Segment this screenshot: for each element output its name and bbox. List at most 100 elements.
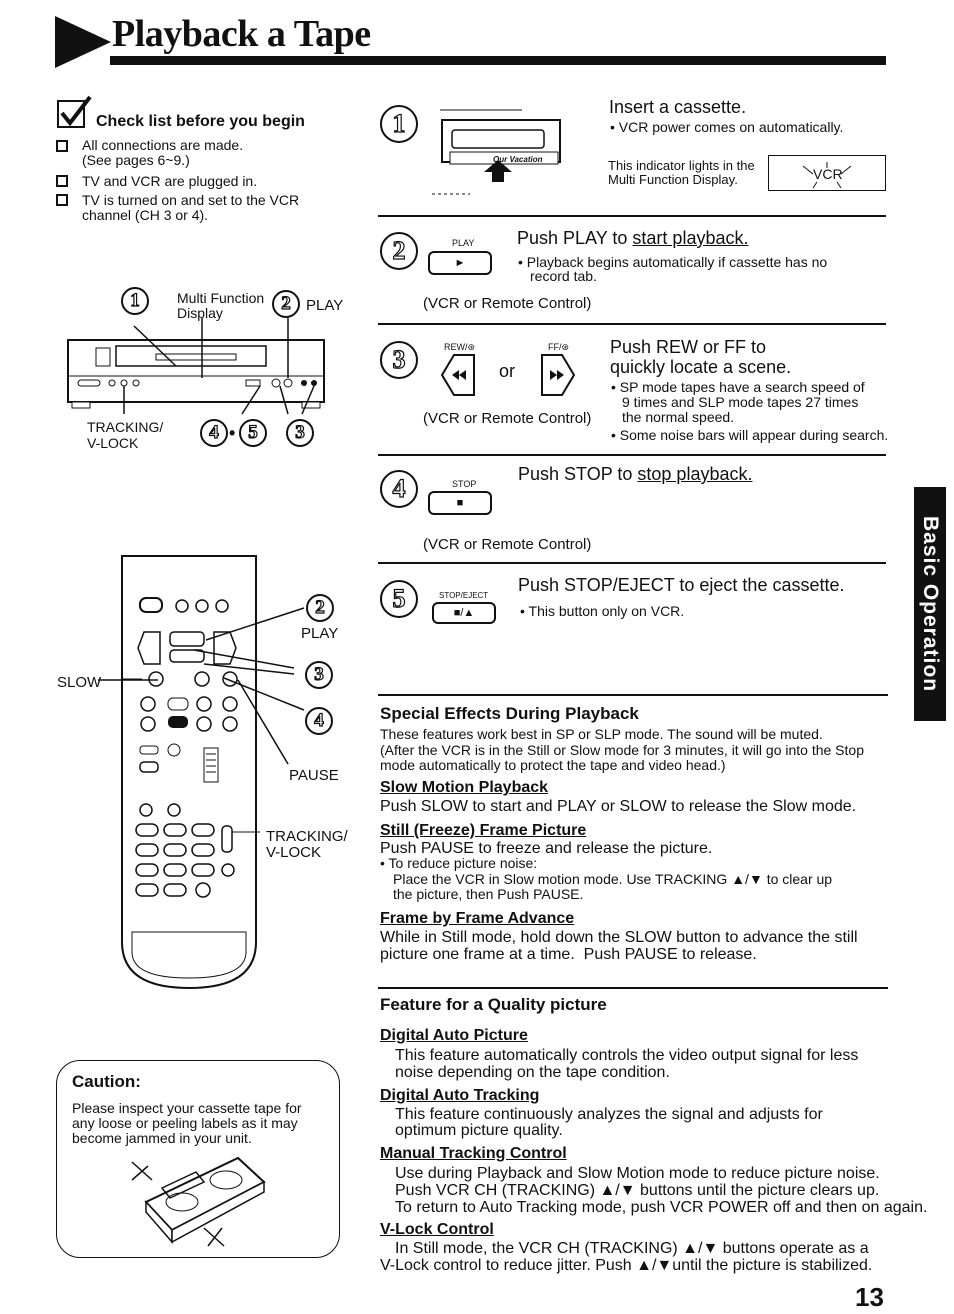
checklist-item-1-line-1: All connections are made. [82, 137, 244, 153]
dat-text-line-1: This feature continuously analyzes the s… [395, 1106, 823, 1123]
step-4-number: 4 [380, 470, 418, 508]
quality-heading: Feature for a Quality picture [380, 995, 607, 1014]
remote-callout-2: 2 [306, 594, 334, 622]
stop-eject-button: ■/▲ [432, 602, 496, 624]
step-divider [378, 323, 886, 325]
dat-title: Digital Auto Tracking [380, 1087, 540, 1104]
step-2-title: Push PLAY to start playback. [517, 228, 749, 248]
step-divider [378, 454, 886, 456]
section-divider [378, 987, 888, 989]
tape-label: Our Vacation [493, 155, 543, 164]
step-3-source: (VCR or Remote Control) [423, 410, 592, 427]
remote-tracking-label-line-2: V-LOCK [266, 844, 322, 861]
vcr-callout-2: 2 [272, 290, 300, 318]
special-effects-intro-line-1: These features work best in SP or SLP mo… [380, 726, 823, 742]
vcr-tracking-label-line-2: V-LOCK [87, 435, 139, 451]
dap-text-line-2: noise depending on the tape condition. [395, 1064, 670, 1081]
remote-tracking-label-line-1: TRACKING/ [266, 828, 348, 845]
step-5-bullet-1: • This button only on VCR. [520, 603, 685, 619]
vlock-text-line-2: V-Lock control to reduce jitter. Push ▲/… [380, 1257, 873, 1274]
step-divider [378, 215, 886, 217]
rew-button-icon [440, 353, 476, 397]
caution-box [56, 1060, 340, 1258]
step-5-number: 5 [380, 580, 418, 618]
caution-heading: Caution: [72, 1072, 141, 1091]
section-tab-label: Basic Operation [919, 515, 942, 693]
vcr-indicator-text: VCR [813, 166, 843, 182]
vcr-callout-3: 3 [286, 419, 314, 447]
caution-text-line-1: Please inspect your cassette tape for [72, 1100, 302, 1116]
still-frame-sub-line-2: the picture, then Push PAUSE. [393, 886, 584, 902]
vcr-play-label: PLAY [306, 297, 344, 314]
section-tab: Basic Operation [914, 487, 946, 721]
step-3-or: or [499, 361, 516, 381]
frame-advance-title: Frame by Frame Advance [380, 910, 575, 927]
remote-slow-label: SLOW [57, 674, 102, 691]
frame-advance-text-line-2: picture one frame at a time. Push PAUSE … [380, 946, 757, 963]
caution-text-line-3: become jammed in your unit. [72, 1130, 252, 1146]
title-arrow-icon [55, 16, 111, 68]
dap-title: Digital Auto Picture [380, 1027, 528, 1044]
vlock-title: V-Lock Control [380, 1221, 494, 1238]
slow-motion-title: Slow Motion Playback [380, 779, 549, 796]
still-frame-text: Push PAUSE to freeze and release the pic… [380, 840, 713, 857]
step-2-number: 2 [380, 232, 418, 270]
mtc-title: Manual Tracking Control [380, 1145, 567, 1162]
dap-text-line-1: This feature automatically controls the … [395, 1047, 859, 1064]
checklist-item-3-line-2: channel (CH 3 or 4). [82, 207, 209, 223]
remote-callout-4: 4 [305, 707, 333, 735]
checklist-item-1-line-2: (See pages 6~9.) [82, 152, 190, 168]
rew-button-label: REW/⊛ [444, 342, 476, 352]
step-1-note-line-1: This indicator lights in the [608, 158, 755, 173]
step-divider [378, 562, 886, 564]
step-2-source: (VCR or Remote Control) [423, 295, 592, 312]
checkbox-icon [56, 194, 68, 206]
step-1-note-line-2: Multi Function Display. [608, 172, 738, 187]
page-title: Playback a Tape [112, 13, 371, 55]
step-5-title: Push STOP/EJECT to eject the cassette. [518, 575, 845, 595]
vcr-tracking-label-line-1: TRACKING/ [87, 419, 164, 435]
dat-text-line-2: optimum picture quality. [395, 1122, 563, 1139]
checklist-item-3-line-1: TV is turned on and set to the VCR [82, 192, 300, 208]
still-frame-sub-line-1: Place the VCR in Slow motion mode. Use T… [393, 871, 833, 887]
step-3-bullet-1-line-1: • SP mode tapes have a search speed of [611, 379, 865, 395]
section-divider [378, 694, 888, 696]
step-1-title: Insert a cassette. [609, 97, 747, 117]
remote-callout-3: 3 [305, 661, 333, 689]
special-effects-intro-line-2: (After the VCR is in the Still or Slow m… [380, 742, 864, 758]
checklist-heading: Check list before you begin [96, 113, 305, 130]
vcr-callout-1: 1 [121, 287, 149, 315]
still-frame-title: Still (Freeze) Frame Picture [380, 822, 587, 839]
checkbox-icon [56, 140, 68, 152]
cassette-insert-illustration [430, 108, 570, 198]
still-frame-bullet: • To reduce picture noise: [380, 855, 538, 871]
step-2-bullet-1-line-1: • Playback begins automatically if casse… [518, 254, 828, 270]
ff-button-icon [540, 353, 576, 397]
slow-motion-text: Push SLOW to start and PLAY or SLOW to r… [380, 798, 857, 815]
step-4-title: Push STOP to stop playback. [518, 464, 753, 484]
step-4-button-label: STOP [452, 479, 477, 489]
step-3-number: 3 [380, 341, 418, 379]
remote-pause-label: PAUSE [289, 767, 339, 784]
remote-callout-lines [54, 590, 344, 810]
vcr-callout-separator: • [229, 423, 236, 443]
step-1-bullet-1: • VCR power comes on automatically. [610, 119, 844, 135]
play-button: ► [428, 251, 492, 275]
step-2-bullet-1-line-2: record tab. [530, 268, 597, 284]
checklist-item-2: TV and VCR are plugged in. [82, 173, 258, 189]
cassette-tape-illustration [126, 1152, 276, 1252]
mtc-text-line-2: Push VCR CH (TRACKING) ▲/▼ buttons until… [395, 1182, 880, 1199]
vlock-text-line-1: In Still mode, the VCR CH (TRACKING) ▲/▼… [395, 1240, 869, 1257]
page-number: 13 [855, 1282, 884, 1312]
step-3-title-line-1: Push REW or FF to [610, 337, 767, 357]
remote-play-label: PLAY [301, 625, 339, 642]
mfd-label-line-1: Multi Function [177, 290, 265, 306]
vcr-callout-5: 5 [239, 419, 267, 447]
step-2-button-label: PLAY [452, 238, 475, 248]
remote-control-illustration [118, 552, 264, 992]
step-5-button-label: STOP/EJECT [439, 591, 489, 600]
special-effects-heading: Special Effects During Playback [380, 704, 639, 723]
ff-button-label: FF/⊛ [548, 342, 570, 352]
stop-button: ■ [428, 491, 492, 515]
caution-text-line-2: any loose or peeling labels as it may [72, 1115, 298, 1131]
